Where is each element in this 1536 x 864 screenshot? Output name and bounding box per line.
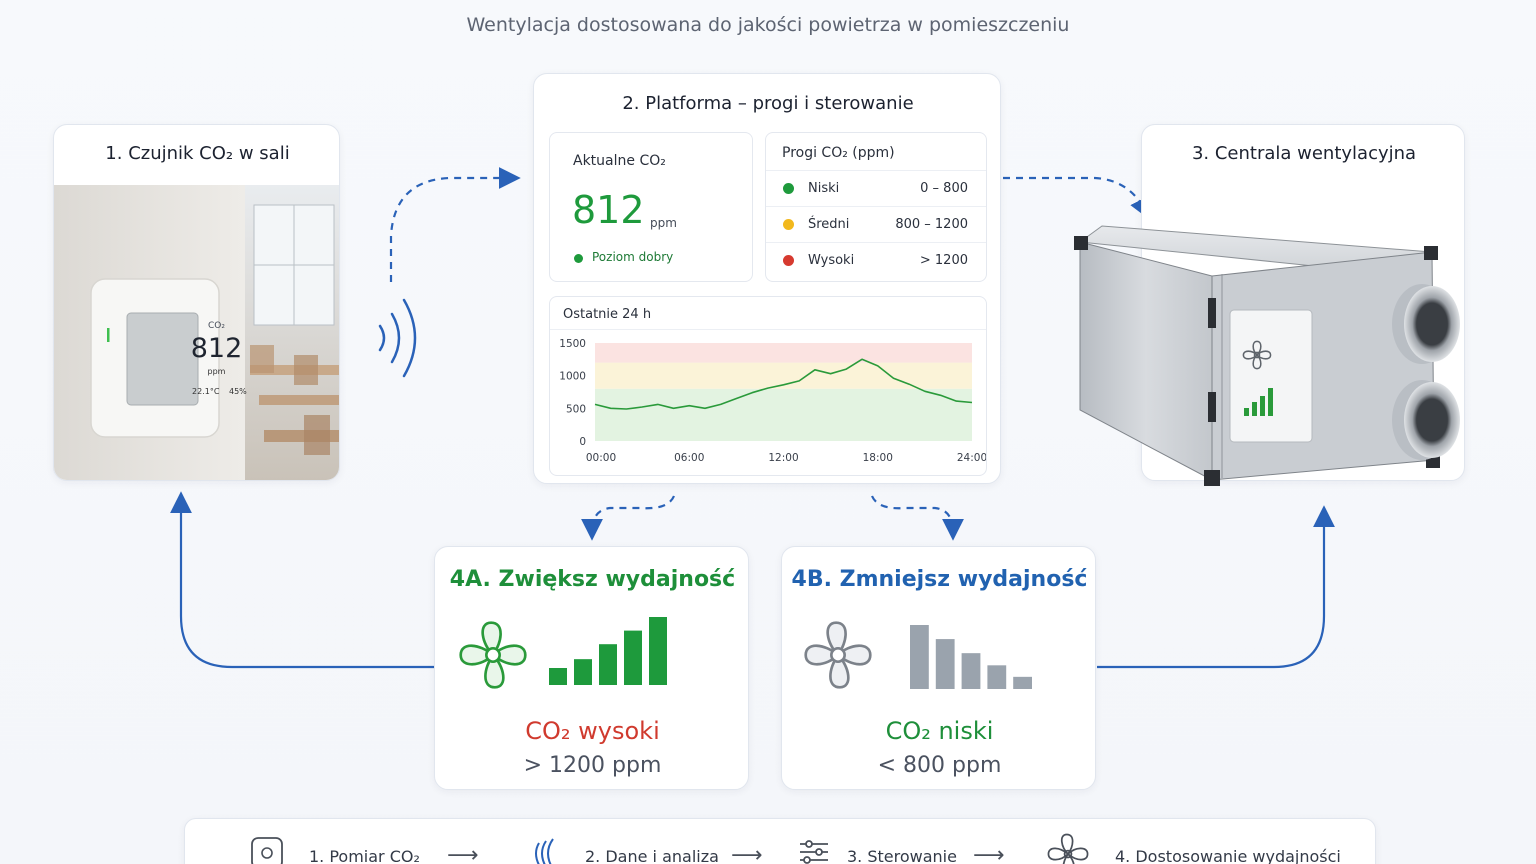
y-tick-label: 500 (566, 403, 586, 415)
current-co2-label: Aktualne CO₂ (573, 153, 666, 169)
level-bar (961, 653, 981, 689)
device-unit: ppm (207, 367, 226, 376)
page-subtitle: Wentylacja dostosowana do jakości powiet… (466, 14, 1070, 36)
ventilation-unit-image (1074, 225, 1460, 486)
level-bar (624, 630, 642, 685)
level-bar (549, 668, 567, 685)
threshold-name-low: Niski (808, 181, 840, 196)
sliders-icon (800, 840, 828, 864)
threshold-range-high: > 1200 (919, 253, 968, 268)
increase-level-bars (549, 617, 667, 685)
arrow-right-icon: ⟶ (973, 843, 1005, 864)
device-humidity: 45% (229, 387, 247, 396)
fan-icon (459, 621, 527, 689)
chart-title: Ostatnie 24 h (563, 307, 652, 322)
decrease-title: 4B. Zmniejsz wydajność (791, 567, 1088, 592)
unit-card-title: 3. Centrala wentylacyjna (1191, 143, 1417, 164)
x-tick-label: 06:00 (674, 452, 704, 464)
status-dot (574, 254, 583, 263)
chart-band (595, 343, 972, 363)
x-tick-label: 00:00 (586, 452, 616, 464)
threshold-name-mid: Średni (808, 217, 850, 232)
co2-line-chart: 0 500 1000 1500 00:00 06:00 12:00 18:00 24:00 (559, 338, 986, 464)
level-bar (935, 639, 955, 689)
x-tick-label: 12:00 (768, 452, 798, 464)
unit-fan-icon (1242, 340, 1272, 370)
threshold-range-mid: 800 – 1200 (895, 217, 968, 232)
thresholds-panel: Progi CO₂ (ppm) Niski 0 – 800 Średni 800… (765, 132, 987, 282)
decrease-threshold: < 800 ppm (877, 753, 1002, 778)
increase-card: 4A. Zwiększ wydajność CO₂ wysoki > 1200 … (434, 546, 749, 790)
increase-threshold: > 1200 ppm (523, 753, 662, 778)
level-bar (1013, 676, 1032, 689)
arrow-right-icon: ⟶ (447, 843, 479, 864)
level-bar (910, 625, 929, 689)
process-steps-bar: 1. Pomiar CO₂ ⟶ 2. Dane i analiza ⟶ 3. S… (184, 818, 1376, 864)
platform-card: 2. Platforma – progi i sterowanie Aktual… (533, 73, 1001, 484)
y-tick-label: 0 (579, 436, 586, 448)
sensor-card-title: 1. Czujnik CO₂ w sali (105, 143, 290, 164)
current-co2-unit: ppm (650, 216, 677, 230)
fan-icon (1047, 833, 1089, 864)
decrease-card: 4B. Zmniejsz wydajność CO₂ niski < 800 p… (781, 546, 1096, 790)
unit-level-bars-icon (1244, 388, 1273, 416)
increase-title: 4A. Zwiększ wydajność (449, 567, 736, 592)
sensor-card: 1. Czujnik CO₂ w sali (53, 124, 340, 481)
thresholds-title: Progi CO₂ (ppm) (782, 145, 895, 161)
level-bar (987, 665, 1007, 689)
step-3-label: 3. Sterowanie (847, 847, 957, 864)
series-line (594, 358, 973, 410)
current-co2-value: 812 (572, 188, 645, 232)
y-tick-label: 1500 (559, 338, 586, 350)
level-bar (574, 659, 592, 685)
threshold-dot-low (783, 183, 794, 194)
threshold-name-high: Wysoki (808, 253, 855, 268)
device-co2-value: 812 (190, 333, 243, 364)
fan-icon (804, 621, 872, 689)
threshold-range-low: 0 – 800 (920, 181, 968, 196)
threshold-dot-mid (783, 219, 794, 230)
sensor-icon (251, 837, 283, 864)
level-bar (599, 644, 617, 685)
decrease-level-bars (910, 625, 1032, 689)
platform-card-title: 2. Platforma – progi i sterowanie (622, 93, 914, 114)
x-tick-label: 18:00 (863, 452, 893, 464)
step-2-label: 2. Dane i analiza (585, 847, 719, 864)
wireless-signal-icon (378, 298, 417, 378)
threshold-dot-high (783, 255, 794, 266)
signal-icon (535, 838, 554, 864)
y-tick-label: 1000 (559, 371, 586, 383)
chart-panel: Ostatnie 24 h 0 500 1000 1500 00:00 06:00 12:0… (549, 296, 987, 476)
device-co2-label: CO₂ (208, 321, 225, 331)
device-temp: 22.1°C (192, 387, 220, 396)
sensor-photo (54, 185, 339, 480)
chart-band (595, 388, 972, 441)
step-1-label: 1. Pomiar CO₂ (309, 847, 420, 864)
current-co2-panel: Aktualne CO₂ 812 ppm Poziom dobry (549, 132, 753, 282)
increase-co2-label: CO₂ wysoki (525, 717, 660, 745)
step-4-label: 4. Dostosowanie wydajności (1115, 847, 1341, 864)
arrow-right-icon: ⟶ (731, 843, 763, 864)
x-tick-label: 24:00 (957, 452, 986, 464)
decrease-co2-label: CO₂ niski (885, 717, 994, 745)
current-co2-status: Poziom dobry (592, 250, 674, 264)
level-bar (649, 617, 667, 685)
